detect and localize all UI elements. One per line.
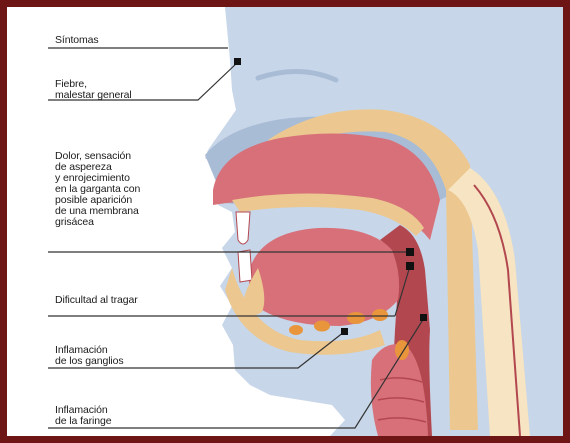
marker-fever xyxy=(234,58,241,65)
upper-tooth xyxy=(236,212,250,244)
gland-4 xyxy=(372,309,388,321)
symptom-fever: Fiebre, malestar general xyxy=(55,79,132,101)
symptom-throat-pain: Dolor, sensación de aspereza y enrojecim… xyxy=(55,151,140,228)
gland-5 xyxy=(395,340,409,360)
lower-tooth xyxy=(238,250,252,282)
marker-pain xyxy=(406,248,414,256)
symptom-gland-inflammation: Inflamación de los ganglios xyxy=(55,345,124,367)
marker-swallow xyxy=(406,262,414,270)
symptom-pharynx-inflammation: Inflamación de la faringe xyxy=(55,405,112,427)
diagram-title: Síntomas xyxy=(55,35,99,46)
gland-1 xyxy=(289,325,303,335)
symptom-swallowing: Dificultad al tragar xyxy=(55,295,138,306)
gland-2 xyxy=(314,321,330,332)
marker-glands xyxy=(341,328,348,335)
marker-pharynx xyxy=(420,314,427,321)
gland-3 xyxy=(347,312,365,324)
